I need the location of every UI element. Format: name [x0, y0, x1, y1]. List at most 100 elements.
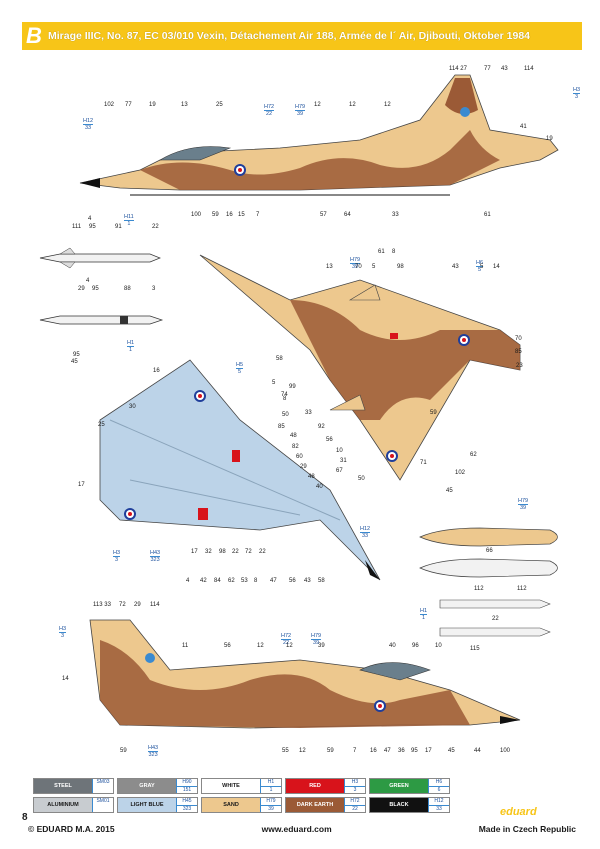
callout: 77 [125, 102, 132, 108]
callout: 66 [486, 548, 493, 554]
callout: 25 [216, 102, 223, 108]
copyright: © EDUARD M.A. 2015 [28, 824, 115, 834]
callout: 43 [452, 264, 459, 270]
callout: 39 [318, 643, 325, 649]
swatch-code: H12 [429, 798, 449, 806]
callout: 102 [104, 102, 115, 108]
callout: 59 [327, 748, 334, 754]
callout: 23 [516, 363, 523, 369]
callout: 12 [257, 643, 264, 649]
callout: 102 [455, 470, 466, 476]
callout: 59 [430, 410, 437, 416]
callout: 71 [420, 460, 427, 466]
swatch-code: 151 [182, 786, 192, 793]
callout: 12 [349, 102, 356, 108]
scheme-badge: B [26, 23, 42, 48]
swatch-codes: SM03 [92, 779, 113, 793]
callout: 40 [316, 484, 323, 490]
eduard-logo: eduard [500, 806, 537, 818]
callout: 45 [448, 748, 455, 754]
callout: 98 [397, 264, 404, 270]
callout: 99 [289, 384, 296, 390]
callout: 19 [149, 102, 156, 108]
callout: 8 [254, 578, 258, 584]
swatch-name: WHITE [202, 779, 260, 793]
callout: 17 [191, 549, 198, 555]
callout: 16 [153, 368, 160, 374]
callout: 12 [314, 102, 321, 108]
callout: 3 [152, 286, 156, 292]
callout: 95 [89, 224, 96, 230]
callout: 43 [304, 578, 311, 584]
swatch-code: 323 [182, 805, 192, 812]
swatch-name: GREEN [370, 779, 428, 793]
callout: 95 [411, 748, 418, 754]
swatch-name: GRAY [118, 779, 176, 793]
callout: 112 [474, 586, 484, 592]
callout: 84 [214, 578, 221, 584]
website-link[interactable]: www.eduard.com [261, 824, 332, 834]
swatch-name: ALUMINIUM [34, 798, 92, 812]
callout: 96 [412, 643, 419, 649]
callout: 111 [72, 224, 82, 230]
callout: 17 [78, 482, 85, 488]
callout: 92 [318, 424, 325, 430]
callout: 5 [480, 264, 484, 270]
callout: 19 [546, 136, 553, 142]
callout: 64 [344, 212, 351, 218]
scheme-title: Mirage IIIC, No. 87, EC 03/010 Vexin, Dé… [48, 30, 531, 42]
callout: 14 [62, 676, 69, 682]
callout: 41 [520, 124, 527, 130]
swatch-code: 6 [437, 786, 441, 793]
callout: 5 [372, 264, 376, 270]
callout: 58 [276, 356, 283, 362]
callout: 55 [282, 748, 289, 754]
callout: 98 [219, 549, 226, 555]
swatch-code: SM03 [96, 779, 110, 785]
callout: 7 [353, 748, 357, 754]
callout: 29 [78, 286, 85, 292]
swatch-code: H1 [261, 779, 281, 787]
swatch-code: H3 [345, 779, 365, 787]
header-bar: B Mirage IIIC, No. 87, EC 03/010 Vexin, … [22, 22, 582, 50]
callout: 50 [282, 412, 289, 418]
callout: 61 [378, 249, 385, 255]
callout: 45 [71, 359, 78, 365]
callout: 112 [517, 586, 527, 592]
side-view-top [79, 74, 559, 196]
callout: 45 [446, 488, 453, 494]
swatch-name: BLACK [370, 798, 428, 812]
callout: 74 [281, 392, 288, 398]
swatch-code: H72 [345, 798, 365, 806]
swatch-code: H90 [177, 779, 197, 787]
callout: 59 [212, 212, 219, 218]
callout: 12 [286, 643, 293, 649]
callout: 13 [326, 264, 333, 270]
callout: 47 [270, 578, 277, 584]
callout: 10 [435, 643, 442, 649]
swatch-name: RED [286, 779, 344, 793]
swatch-code: 3 [353, 786, 357, 793]
callout: 16 [226, 212, 233, 218]
